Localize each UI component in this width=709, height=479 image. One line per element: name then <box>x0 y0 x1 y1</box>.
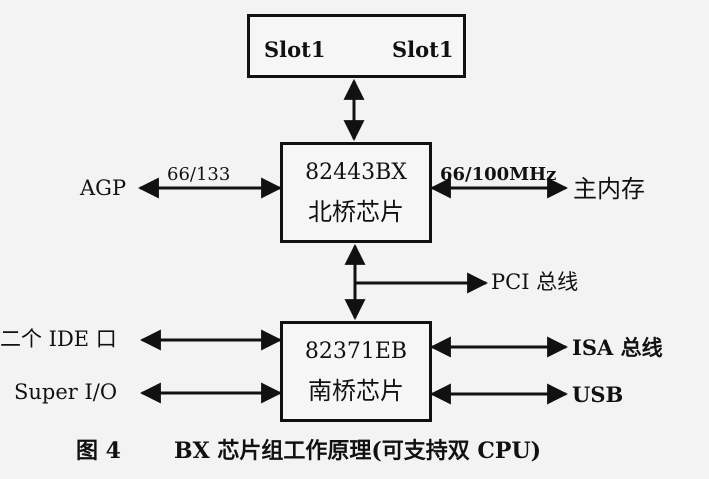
north-bridge-model: 82443BX <box>305 160 407 185</box>
superio-label: Super I/O <box>14 380 118 404</box>
north-bridge-name: 北桥芯片 <box>308 198 404 226</box>
isa-bus-label: ISA 总线 <box>572 335 663 360</box>
south-bridge-box: 82371EB 南桥芯片 <box>280 321 432 422</box>
ide-label: 二个 IDE 口 <box>0 327 117 351</box>
slot-left-label: Slot1 <box>264 37 326 62</box>
figure-caption: BX 芯片组工作原理(可支持双 CPU) <box>174 438 542 464</box>
figure-number: 图 4 <box>76 438 121 464</box>
memory-speed-label: 66/100MHz <box>440 164 557 185</box>
south-bridge-model: 82371EB <box>304 339 408 364</box>
slot-right-label: Slot1 <box>392 37 454 62</box>
usb-label: USB <box>572 382 624 407</box>
cpu-slot-box: Slot1 Slot1 <box>247 14 466 78</box>
pci-bus-label: PCI 总线 <box>491 270 579 294</box>
agp-label: AGP <box>80 176 127 200</box>
agp-speed-label: 66/133 <box>167 164 231 185</box>
south-bridge-name: 南桥芯片 <box>308 377 404 405</box>
north-bridge-box: 82443BX 北桥芯片 <box>280 142 432 243</box>
memory-label: 主内存 <box>573 175 645 203</box>
